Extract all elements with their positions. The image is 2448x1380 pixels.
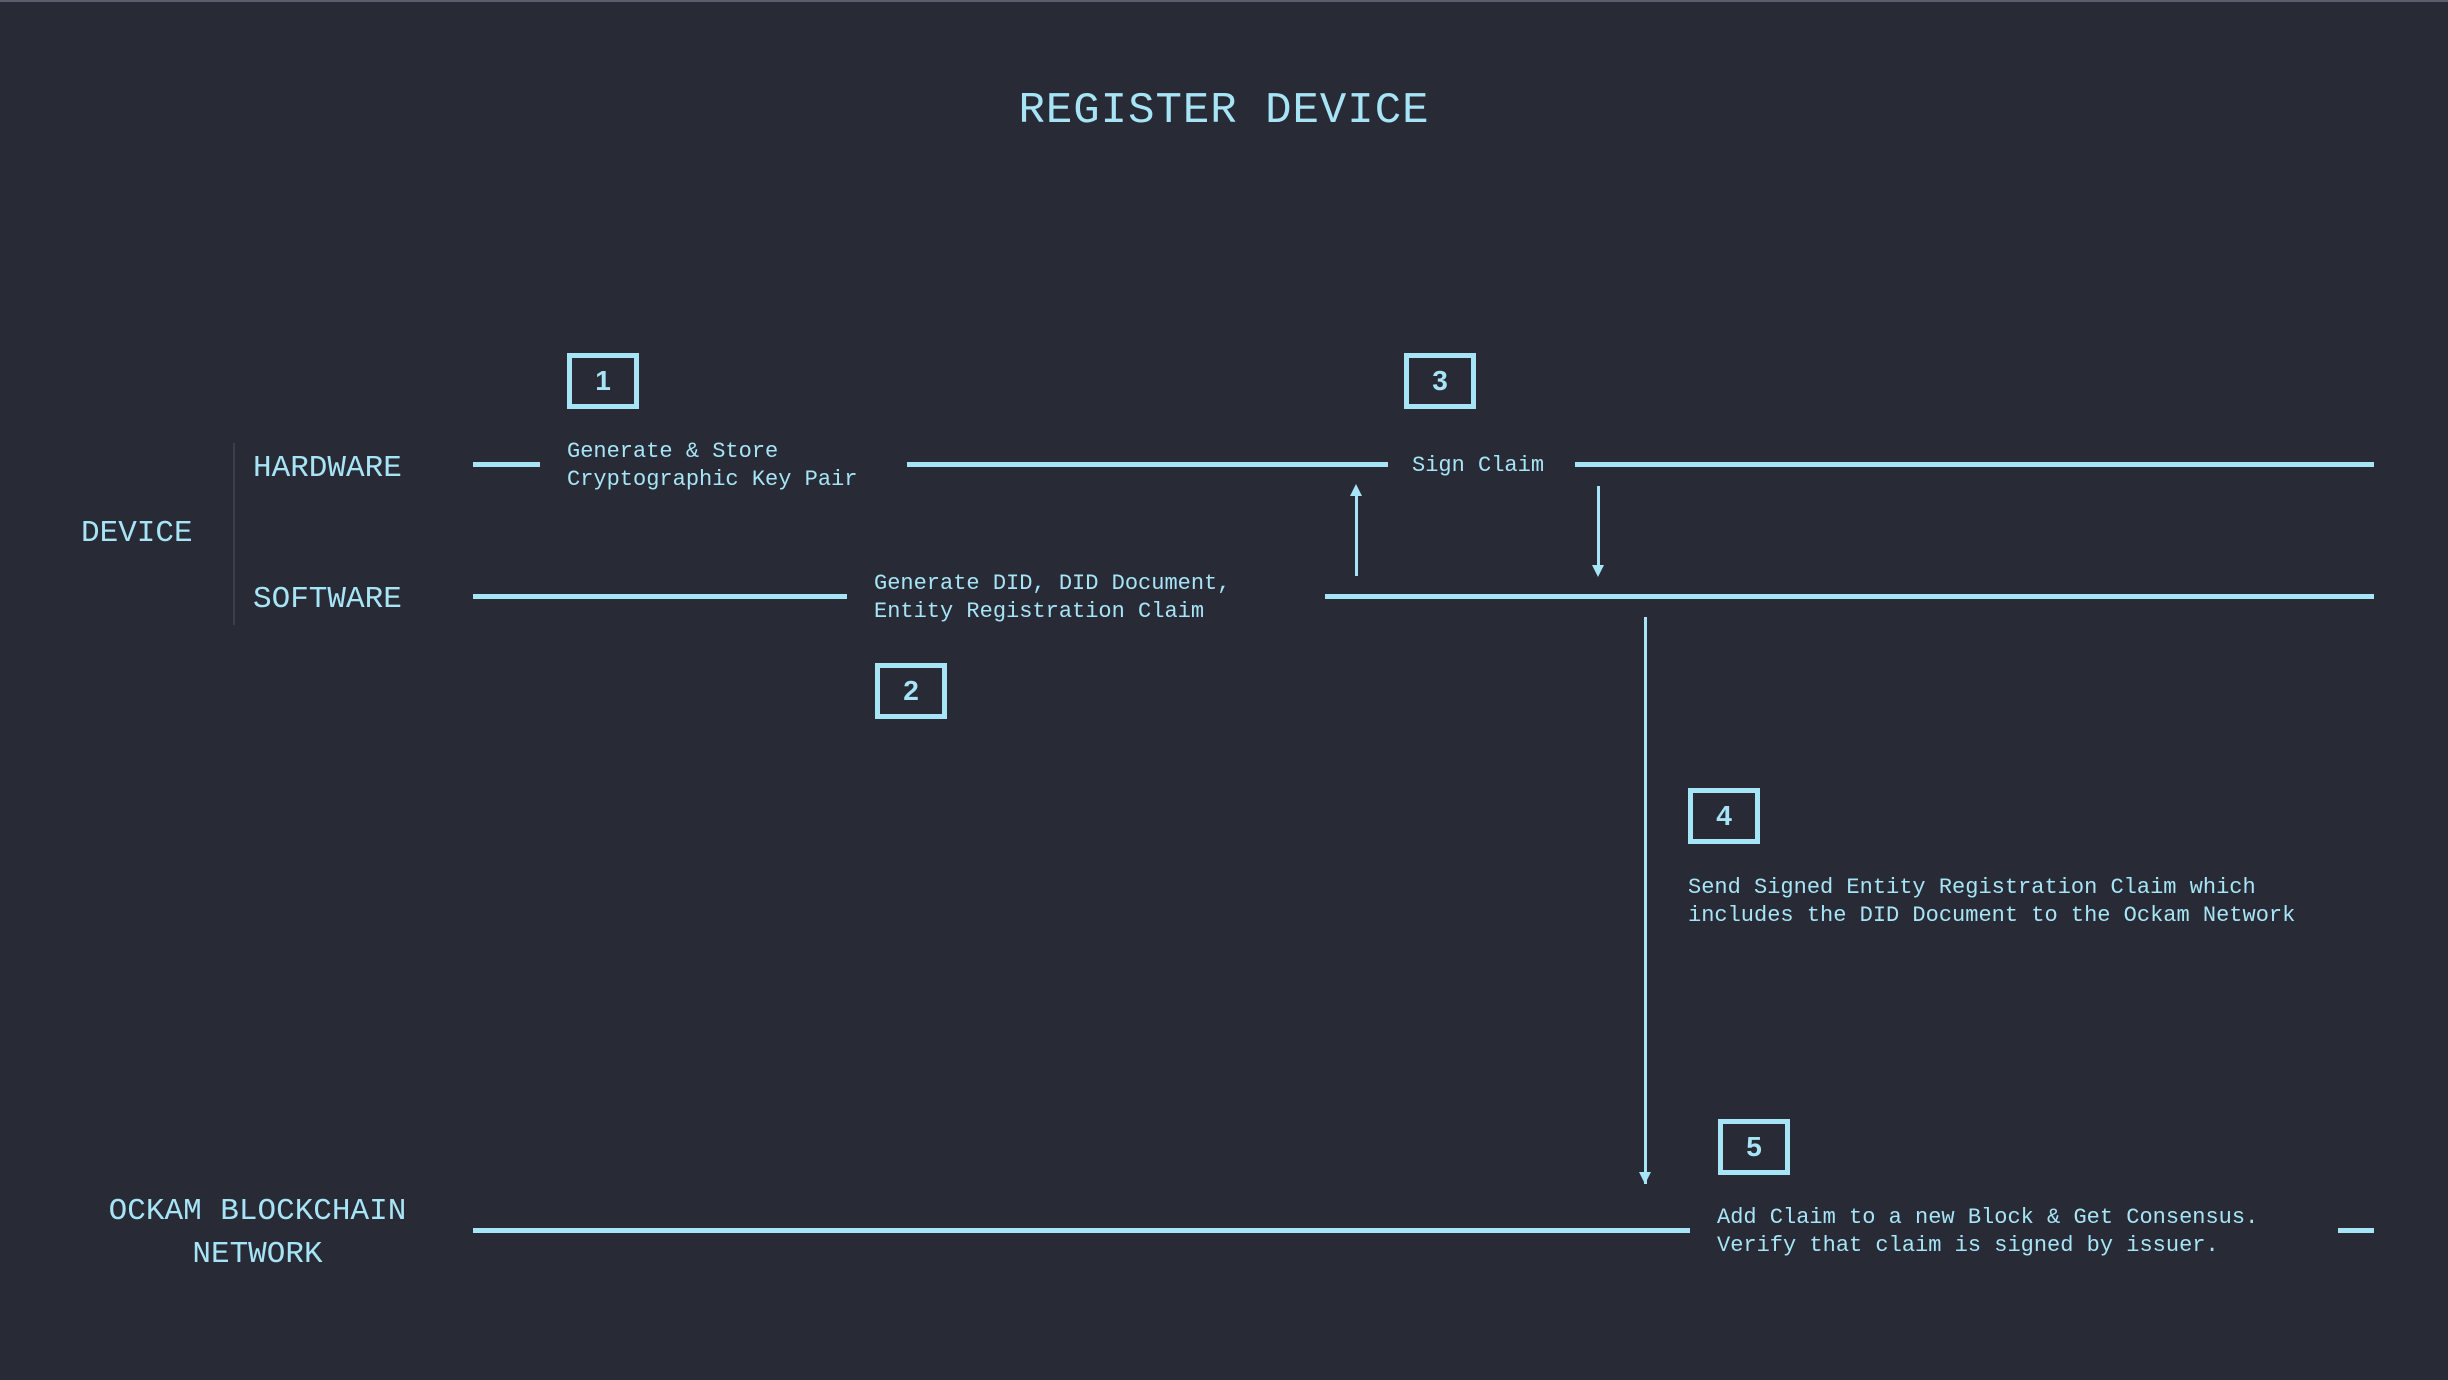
network-line-segment — [2338, 1228, 2374, 1233]
network-line-segment — [473, 1228, 1690, 1233]
step-3-badge: 3 — [1404, 353, 1476, 409]
hardware-line-segment — [1575, 462, 2374, 467]
lane-label-hardware: HARDWARE — [253, 451, 402, 486]
lane-label-software: SOFTWARE — [253, 582, 402, 617]
arrowhead-down-icon — [1639, 1172, 1651, 1184]
lane-label-network-line2: NETWORK — [192, 1237, 323, 1272]
step-3-text: Sign Claim — [1412, 452, 1544, 480]
step-1-text-line2: Cryptographic Key Pair — [567, 467, 858, 492]
arrow-software-to-network — [1644, 617, 1647, 1184]
lane-label-network-line1: OCKAM BLOCKCHAIN — [108, 1194, 407, 1229]
top-border — [0, 0, 2448, 2]
software-line-segment — [1325, 594, 2374, 599]
arrow-software-to-hardware — [1355, 494, 1358, 576]
step-3-text-line1: Sign Claim — [1412, 453, 1545, 478]
step-2-text-line1: Generate DID, DID Document, — [874, 571, 1231, 596]
step-1-text-line1: Generate & Store — [567, 439, 779, 464]
step-1-badge: 1 — [567, 353, 639, 409]
arrowhead-down-icon — [1592, 565, 1604, 577]
step-5-text-line2: Verify that claim is signed by issuer. — [1717, 1233, 2219, 1258]
hardware-line-segment — [473, 462, 540, 467]
diagram-title: REGISTER DEVICE — [1018, 86, 1430, 136]
device-bracket — [233, 443, 235, 625]
step-5-text-line1: Add Claim to a new Block & Get Consensus… — [1717, 1205, 2259, 1230]
arrow-hardware-to-software — [1597, 486, 1600, 566]
step-4-text: Send Signed Entity Registration Claim wh… — [1688, 874, 2295, 930]
lane-label-device: DEVICE — [81, 516, 193, 551]
step-5-text: Add Claim to a new Block & Get Consensus… — [1717, 1204, 2258, 1260]
step-4-text-line2: includes the DID Document to the Ockam N… — [1688, 903, 2296, 928]
arrowhead-up-icon — [1350, 484, 1362, 496]
hardware-line-segment — [907, 462, 1388, 467]
step-2-text: Generate DID, DID Document, Entity Regist… — [874, 570, 1230, 626]
step-2-badge: 2 — [875, 663, 947, 719]
software-line-segment — [473, 594, 847, 599]
step-5-badge: 5 — [1718, 1119, 1790, 1175]
step-4-badge: 4 — [1688, 788, 1760, 844]
step-2-text-line2: Entity Registration Claim — [874, 599, 1205, 624]
lane-label-network: OCKAM BLOCKCHAIN NETWORK — [70, 1190, 445, 1276]
step-4-text-line1: Send Signed Entity Registration Claim wh… — [1688, 875, 2256, 900]
